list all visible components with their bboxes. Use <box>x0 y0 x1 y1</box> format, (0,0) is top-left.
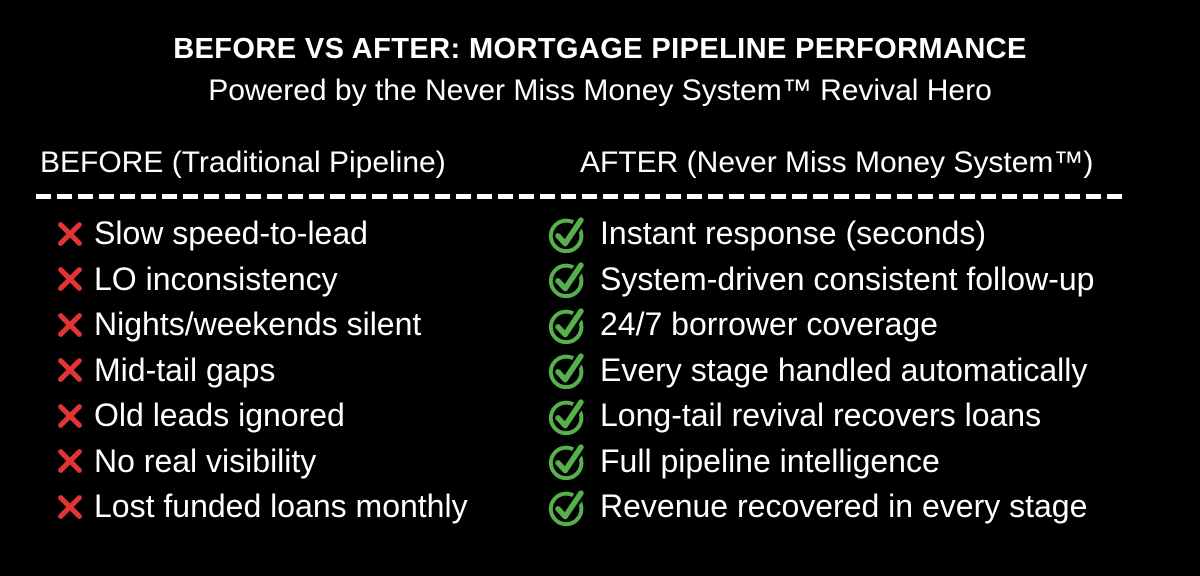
after-item-label: Full pipeline intelligence <box>600 442 940 479</box>
red-x-icon <box>56 356 84 384</box>
before-list-item: No real visibility <box>56 439 548 485</box>
before-list-item: Lost funded loans monthly <box>56 484 548 530</box>
after-list: Instant response (seconds) System-driven… <box>548 211 1200 530</box>
red-x-icon <box>56 402 84 430</box>
before-item-label: No real visibility <box>94 442 317 479</box>
before-item-label: Nights/weekends silent <box>94 306 422 343</box>
after-item-label: 24/7 borrower coverage <box>600 306 938 343</box>
after-column-header: AFTER (Never Miss Money System™) <box>580 146 1094 179</box>
dashed-divider <box>36 194 1128 199</box>
after-list-item: Long-tail revival recovers loans <box>548 393 1200 439</box>
before-item-label: Slow speed-to-lead <box>94 215 368 252</box>
red-x-icon <box>56 220 84 248</box>
after-item-label: Long-tail revival recovers loans <box>600 397 1042 434</box>
after-list-item: System-driven consistent follow-up <box>548 257 1200 303</box>
after-list-item: Full pipeline intelligence <box>548 439 1200 485</box>
green-check-circle-icon <box>548 440 590 482</box>
red-x-icon <box>56 265 84 293</box>
green-check-circle-icon <box>548 213 590 255</box>
green-check-circle-icon <box>548 349 590 391</box>
after-list-item: Revenue recovered in every stage <box>548 484 1200 530</box>
green-check-circle-icon <box>548 304 590 346</box>
column-headers: BEFORE (Traditional Pipeline) AFTER (Nev… <box>0 146 1200 180</box>
comparison-lists: Slow speed-to-lead LO inconsistency Nigh… <box>0 211 1200 530</box>
page-title: BEFORE VS AFTER: MORTGAGE PIPELINE PERFO… <box>173 33 1027 65</box>
before-item-label: Lost funded loans monthly <box>94 488 468 525</box>
before-list: Slow speed-to-lead LO inconsistency Nigh… <box>56 211 548 530</box>
green-check-circle-icon <box>548 486 590 528</box>
before-column-header: BEFORE (Traditional Pipeline) <box>40 146 446 179</box>
before-list-item: Slow speed-to-lead <box>56 211 548 257</box>
green-check-circle-icon <box>548 395 590 437</box>
red-x-icon <box>56 447 84 475</box>
red-x-icon <box>56 493 84 521</box>
before-list-item: Mid-tail gaps <box>56 348 548 394</box>
green-check-circle-icon <box>548 258 590 300</box>
after-item-label: Revenue recovered in every stage <box>600 488 1088 525</box>
page-subtitle: Powered by the Never Miss Money System™ … <box>208 74 992 107</box>
after-list-item: 24/7 borrower coverage <box>548 302 1200 348</box>
after-list-item: Instant response (seconds) <box>548 211 1200 257</box>
before-item-label: LO inconsistency <box>94 260 338 297</box>
after-item-label: Every stage handled automatically <box>600 351 1088 388</box>
red-x-icon <box>56 311 84 339</box>
after-item-label: Instant response (seconds) <box>600 215 986 252</box>
before-list-item: LO inconsistency <box>56 257 548 303</box>
before-list-item: Old leads ignored <box>56 393 548 439</box>
before-list-item: Nights/weekends silent <box>56 302 548 348</box>
before-item-label: Old leads ignored <box>94 397 345 434</box>
before-item-label: Mid-tail gaps <box>94 351 276 388</box>
after-item-label: System-driven consistent follow-up <box>600 260 1095 297</box>
after-list-item: Every stage handled automatically <box>548 348 1200 394</box>
